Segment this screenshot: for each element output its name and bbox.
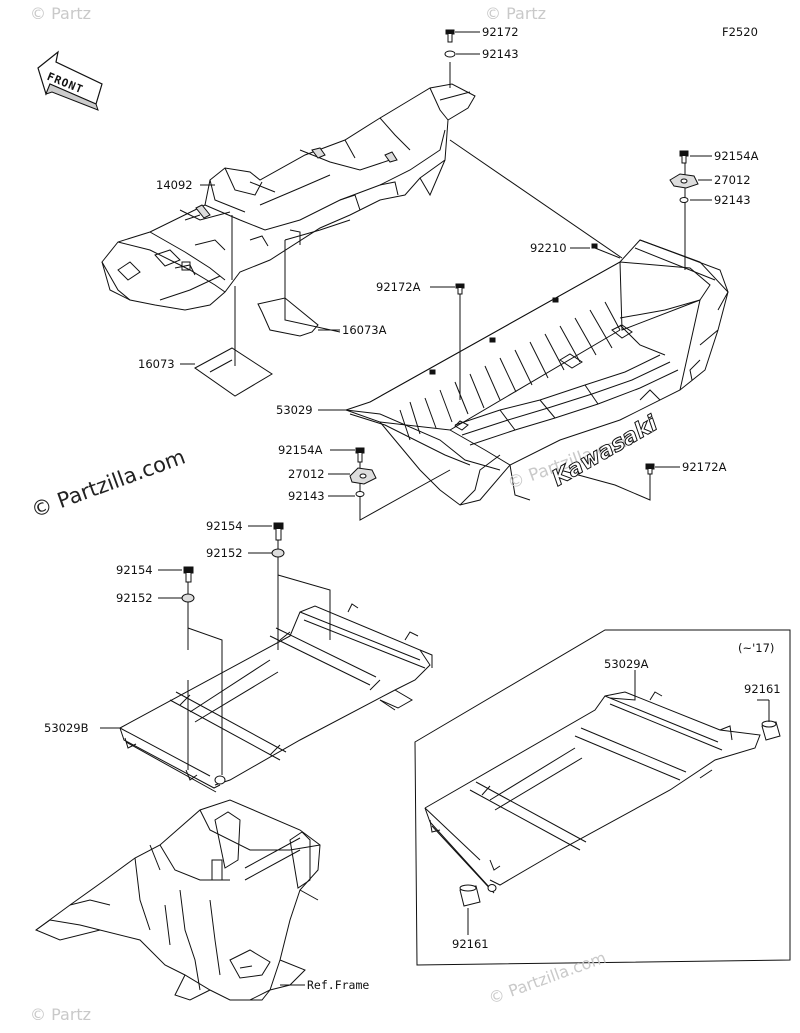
bolt-92154-b — [183, 566, 194, 583]
variant-inset-box — [414, 629, 791, 966]
bracket-27012-left — [349, 467, 377, 485]
part-label-53029[interactable]: 53029 — [276, 403, 313, 417]
part-label-53029B[interactable]: 53029B — [44, 721, 89, 735]
nut-92152-b — [181, 593, 195, 603]
rack-53029A — [424, 691, 761, 894]
plug-92161-left — [459, 884, 481, 907]
bolt-92154A-right — [679, 150, 689, 164]
part-label-92172A-left[interactable]: 92172A — [376, 280, 421, 294]
nut-92152-a — [271, 548, 285, 558]
part-label-92152-a[interactable]: 92152 — [206, 546, 243, 560]
pad-16073A — [257, 297, 319, 337]
part-label-92161-left[interactable]: 92161 — [452, 937, 489, 951]
part-label-92210[interactable]: 92210 — [530, 241, 567, 255]
part-label-27012-right[interactable]: 27012 — [714, 173, 751, 187]
part-label-92154-b[interactable]: 92154 — [116, 563, 153, 577]
part-label-92152-b[interactable]: 92152 — [116, 591, 153, 605]
pad-16073 — [194, 347, 273, 397]
bracket-27012-right — [669, 173, 699, 189]
part-label-92172A-right[interactable]: 92172A — [682, 460, 727, 474]
bolt-92154A-left — [355, 447, 365, 463]
bolt-92172A-right — [645, 463, 655, 475]
washer-92143-top — [444, 50, 456, 58]
part-label-27012-left[interactable]: 27012 — [288, 467, 325, 481]
front-arrow-icon — [37, 50, 103, 111]
part-label-92172[interactable]: 92172 — [482, 25, 519, 39]
ref-frame-label: Ref.Frame — [307, 978, 370, 992]
part-label-92154-a[interactable]: 92154 — [206, 519, 243, 533]
bolt-92172-top — [445, 29, 455, 43]
vehicle-frame — [34, 799, 321, 1001]
washer-92143-right — [679, 197, 689, 203]
variant-note: (~'17) — [738, 641, 775, 655]
part-label-92143-right[interactable]: 92143 — [714, 193, 751, 207]
bolt-92154-a — [273, 522, 284, 541]
part-label-16073[interactable]: 16073 — [138, 357, 175, 371]
part-label-92154A-right[interactable]: 92154A — [714, 149, 759, 163]
part-label-16073A[interactable]: 16073A — [342, 323, 387, 337]
part-label-14092[interactable]: 14092 — [156, 178, 193, 192]
washer-92143-left — [355, 491, 365, 497]
watermark-top-center: © Partz — [485, 4, 547, 23]
cargo-bed-53029 — [344, 239, 729, 506]
part-label-92143-top[interactable]: 92143 — [482, 47, 519, 61]
part-label-53029A[interactable]: 53029A — [604, 657, 649, 671]
part-label-92143-left[interactable]: 92143 — [288, 489, 325, 503]
plug-92161-right — [761, 720, 781, 741]
part-label-92154A-left[interactable]: 92154A — [278, 443, 323, 457]
rack-53029B — [119, 603, 433, 793]
part-label-92161-right[interactable]: 92161 — [744, 682, 781, 696]
watermark-bottom-left: © Partz — [30, 1005, 92, 1024]
figure-code: F2520 — [722, 25, 758, 39]
watermark-top-left: © Partz — [30, 4, 92, 23]
bolt-92172A-left — [455, 283, 465, 295]
rear-cover-14092 — [101, 83, 476, 311]
